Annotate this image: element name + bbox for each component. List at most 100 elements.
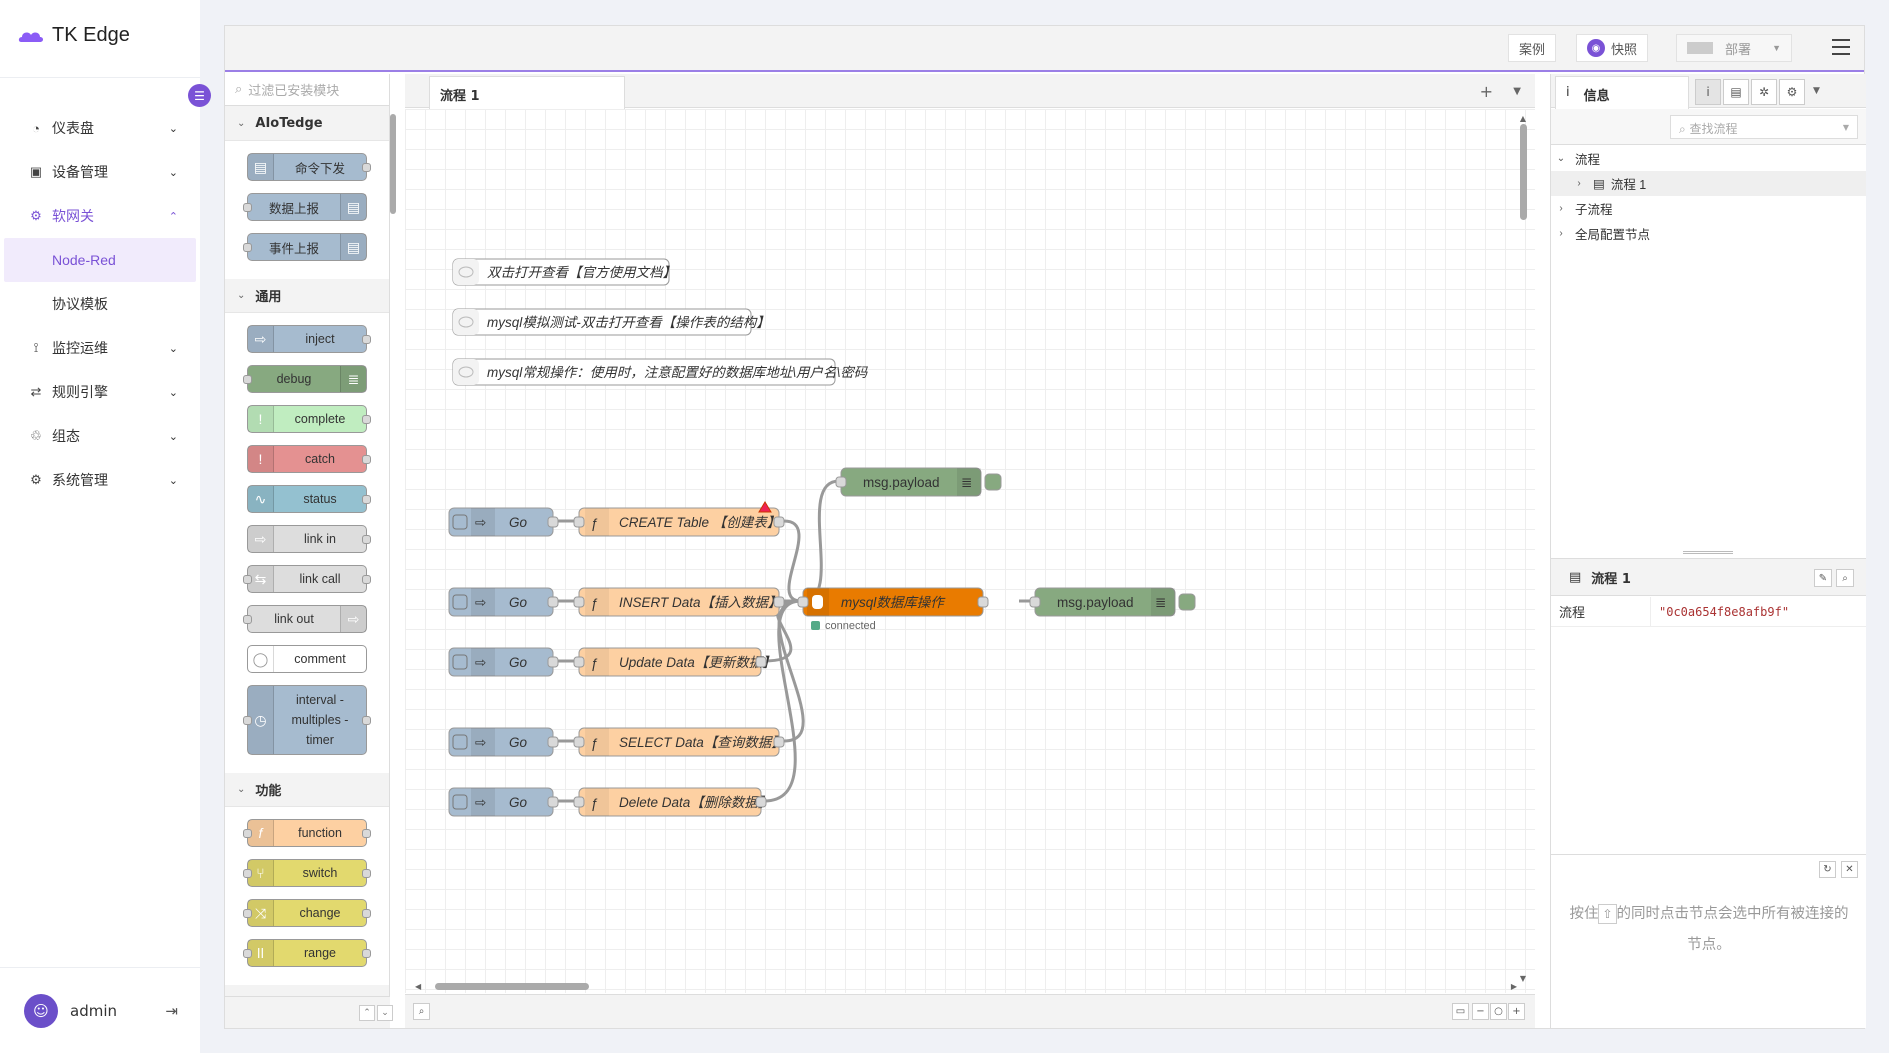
nav-dashboard[interactable]: ◔ 仪表盘 ⌄ <box>0 106 200 150</box>
port[interactable] <box>547 656 559 668</box>
flow-search-input[interactable]: ⌕ 查找流程▼ <box>1670 115 1858 139</box>
mysql-node[interactable]: mysql数据库操作 <box>797 587 989 617</box>
tree-item-flow-1[interactable]: › ▤ 流程 1 <box>1551 171 1866 196</box>
collapse-sidebar-icon[interactable]: ☰ <box>188 84 211 107</box>
nav-sub-protocol-template[interactable]: 协议模板 <box>52 296 108 312</box>
config-gear-icon[interactable]: ⚙ <box>1779 79 1805 105</box>
zoom-out-icon[interactable]: − <box>1472 1003 1489 1020</box>
inject-button[interactable] <box>452 594 468 610</box>
palette-node[interactable]: ▤ 命令下发 <box>247 153 371 181</box>
tab-flow-1[interactable]: 流程 1 <box>429 76 625 109</box>
port[interactable] <box>573 796 585 808</box>
palette-node-comment[interactable]: ◯ comment <box>247 645 367 673</box>
snapshot-button[interactable]: ◉ 快照 <box>1575 34 1648 62</box>
sidebar-menu-icon[interactable]: ▼ <box>1813 86 1820 96</box>
port[interactable] <box>773 516 785 528</box>
palette-category-common[interactable]: ⌄ 通用 <box>225 279 389 313</box>
port[interactable] <box>547 736 559 748</box>
inject-node[interactable]: ⇨Go <box>448 647 559 677</box>
port[interactable] <box>755 796 767 808</box>
palette-node-inject[interactable]: ⇨ inject <box>247 325 371 353</box>
nav-device-management[interactable]: ▣ 设备管理 ⌄ <box>0 150 200 194</box>
palette-node-link-in[interactable]: ⇨ link in <box>247 525 371 553</box>
inject-node[interactable]: ⇨Go <box>448 787 559 817</box>
nav-configuration[interactable]: ♲ 组态 ⌄ <box>0 414 200 458</box>
inject-button[interactable] <box>452 794 468 810</box>
palette-node-function[interactable]: f function <box>243 819 371 847</box>
nav-sub-node-red[interactable]: Node-Red <box>4 238 196 282</box>
zoom-in-icon[interactable]: + <box>1508 1003 1525 1020</box>
port[interactable] <box>573 656 585 668</box>
refresh-icon[interactable]: ↻ <box>1819 861 1836 878</box>
palette-node-status[interactable]: ∿ status <box>247 485 371 513</box>
palette-node-link-call[interactable]: ⇆ link call <box>243 565 371 593</box>
nav-soft-gateway[interactable]: ⚙ 软网关 ⌃ <box>0 194 200 238</box>
search-icon[interactable]: ⌕ <box>1836 569 1854 587</box>
palette-node-link-out[interactable]: ⇨ link out <box>243 605 367 633</box>
palette-filter-input[interactable]: ⌕ 过滤已安装模块 <box>225 74 389 106</box>
palette-node[interactable]: ▤ 数据上报 <box>243 193 367 221</box>
scroll-up-icon[interactable]: ▲ <box>1519 114 1526 123</box>
edit-icon[interactable]: ✎ <box>1814 569 1832 587</box>
debug-bug-icon[interactable]: ✲ <box>1751 79 1777 105</box>
port[interactable] <box>573 596 585 608</box>
scroll-down-icon[interactable]: ▼ <box>1519 974 1526 983</box>
h-scroll-thumb[interactable] <box>435 983 589 990</box>
search-icon[interactable]: ⌕ <box>413 1003 430 1020</box>
port[interactable] <box>773 736 785 748</box>
palette-node-debug[interactable]: ≣ debug <box>243 365 367 393</box>
panel-resize-handle[interactable] <box>1683 551 1733 554</box>
inject-button[interactable] <box>452 514 468 530</box>
brand[interactable]: TK Edge <box>18 24 130 47</box>
canvas-vertical-scrollbar[interactable] <box>1520 124 1527 220</box>
palette-node-range[interactable]: ǀǀ range <box>243 939 371 967</box>
examples-button[interactable]: 案例 <box>1507 34 1556 62</box>
port[interactable] <box>797 596 809 608</box>
debug-toggle[interactable] <box>1178 593 1196 611</box>
port[interactable] <box>547 796 559 808</box>
close-icon[interactable]: ✕ <box>1841 861 1858 878</box>
port[interactable] <box>573 736 585 748</box>
port[interactable] <box>547 516 559 528</box>
inject-node[interactable]: ⇨Go <box>448 507 559 537</box>
nav-monitoring[interactable]: ⟟ 监控运维 ⌄ <box>0 326 200 370</box>
nav-system-management[interactable]: ⚙ 系统管理 ⌄ <box>0 458 200 502</box>
debug-node[interactable]: ≣msg.payload <box>1029 587 1196 617</box>
comment-node[interactable]: mysql常规操作：使用时，注意配置好的数据库地址\用户名\密码 <box>452 358 869 386</box>
palette-category-function[interactable]: ⌄ 功能 <box>225 773 389 807</box>
comment-node[interactable]: 双击打开查看【官方使用文档】 <box>452 258 676 286</box>
navigator-icon[interactable]: ▭ <box>1452 1003 1469 1020</box>
inject-button[interactable] <box>452 734 468 750</box>
expand-all-icon[interactable]: ⌄ <box>377 1005 393 1021</box>
palette-node-change[interactable]: ⤨ change <box>243 899 371 927</box>
scroll-left-icon[interactable]: ◀ <box>415 982 422 991</box>
flow-list-icon[interactable]: ▼ <box>1513 86 1521 97</box>
port[interactable] <box>835 476 847 488</box>
port[interactable] <box>977 596 989 608</box>
scroll-right-icon[interactable]: ▶ <box>1510 982 1517 991</box>
port[interactable] <box>573 516 585 528</box>
debug-toggle[interactable] <box>984 473 1002 491</box>
deploy-button[interactable]: 部署 ▼ <box>1676 34 1792 62</box>
canvas-horizontal-scrollbar[interactable]: ◀ ▶ <box>415 980 1525 992</box>
tree-item-global-config[interactable]: › 全局配置节点 <box>1551 221 1866 246</box>
tree-item-flows[interactable]: ⌄ 流程 <box>1551 146 1866 171</box>
tab-info[interactable]: i 信息 <box>1555 76 1689 109</box>
palette-category-aiotedge[interactable]: ⌄ AIoTedge <box>225 107 389 141</box>
palette-node-interval[interactable]: ◷ interval - multiples - timer <box>243 685 371 755</box>
nav-rule-engine[interactable]: ⇄ 规则引擎 ⌄ <box>0 370 200 414</box>
palette-node-complete[interactable]: ! complete <box>247 405 371 433</box>
flow-canvas[interactable]: 双击打开查看【官方使用文档】 mysql模拟测试-双击打开查看【操作表的结构】 my… <box>405 109 1535 993</box>
help-book-icon[interactable]: ▤ <box>1723 79 1749 105</box>
palette-scrollbar[interactable] <box>390 114 396 214</box>
inject-button[interactable] <box>452 654 468 670</box>
palette-node[interactable]: ▤ 事件上报 <box>243 233 367 261</box>
comment-node[interactable]: mysql模拟测试-双击打开查看【操作表的结构】 <box>452 308 770 336</box>
logout-icon[interactable]: ⇥ <box>165 1001 178 1020</box>
inject-node[interactable]: ⇨Go <box>448 727 559 757</box>
avatar[interactable]: ☺ <box>24 993 58 1028</box>
port[interactable] <box>1029 596 1041 608</box>
